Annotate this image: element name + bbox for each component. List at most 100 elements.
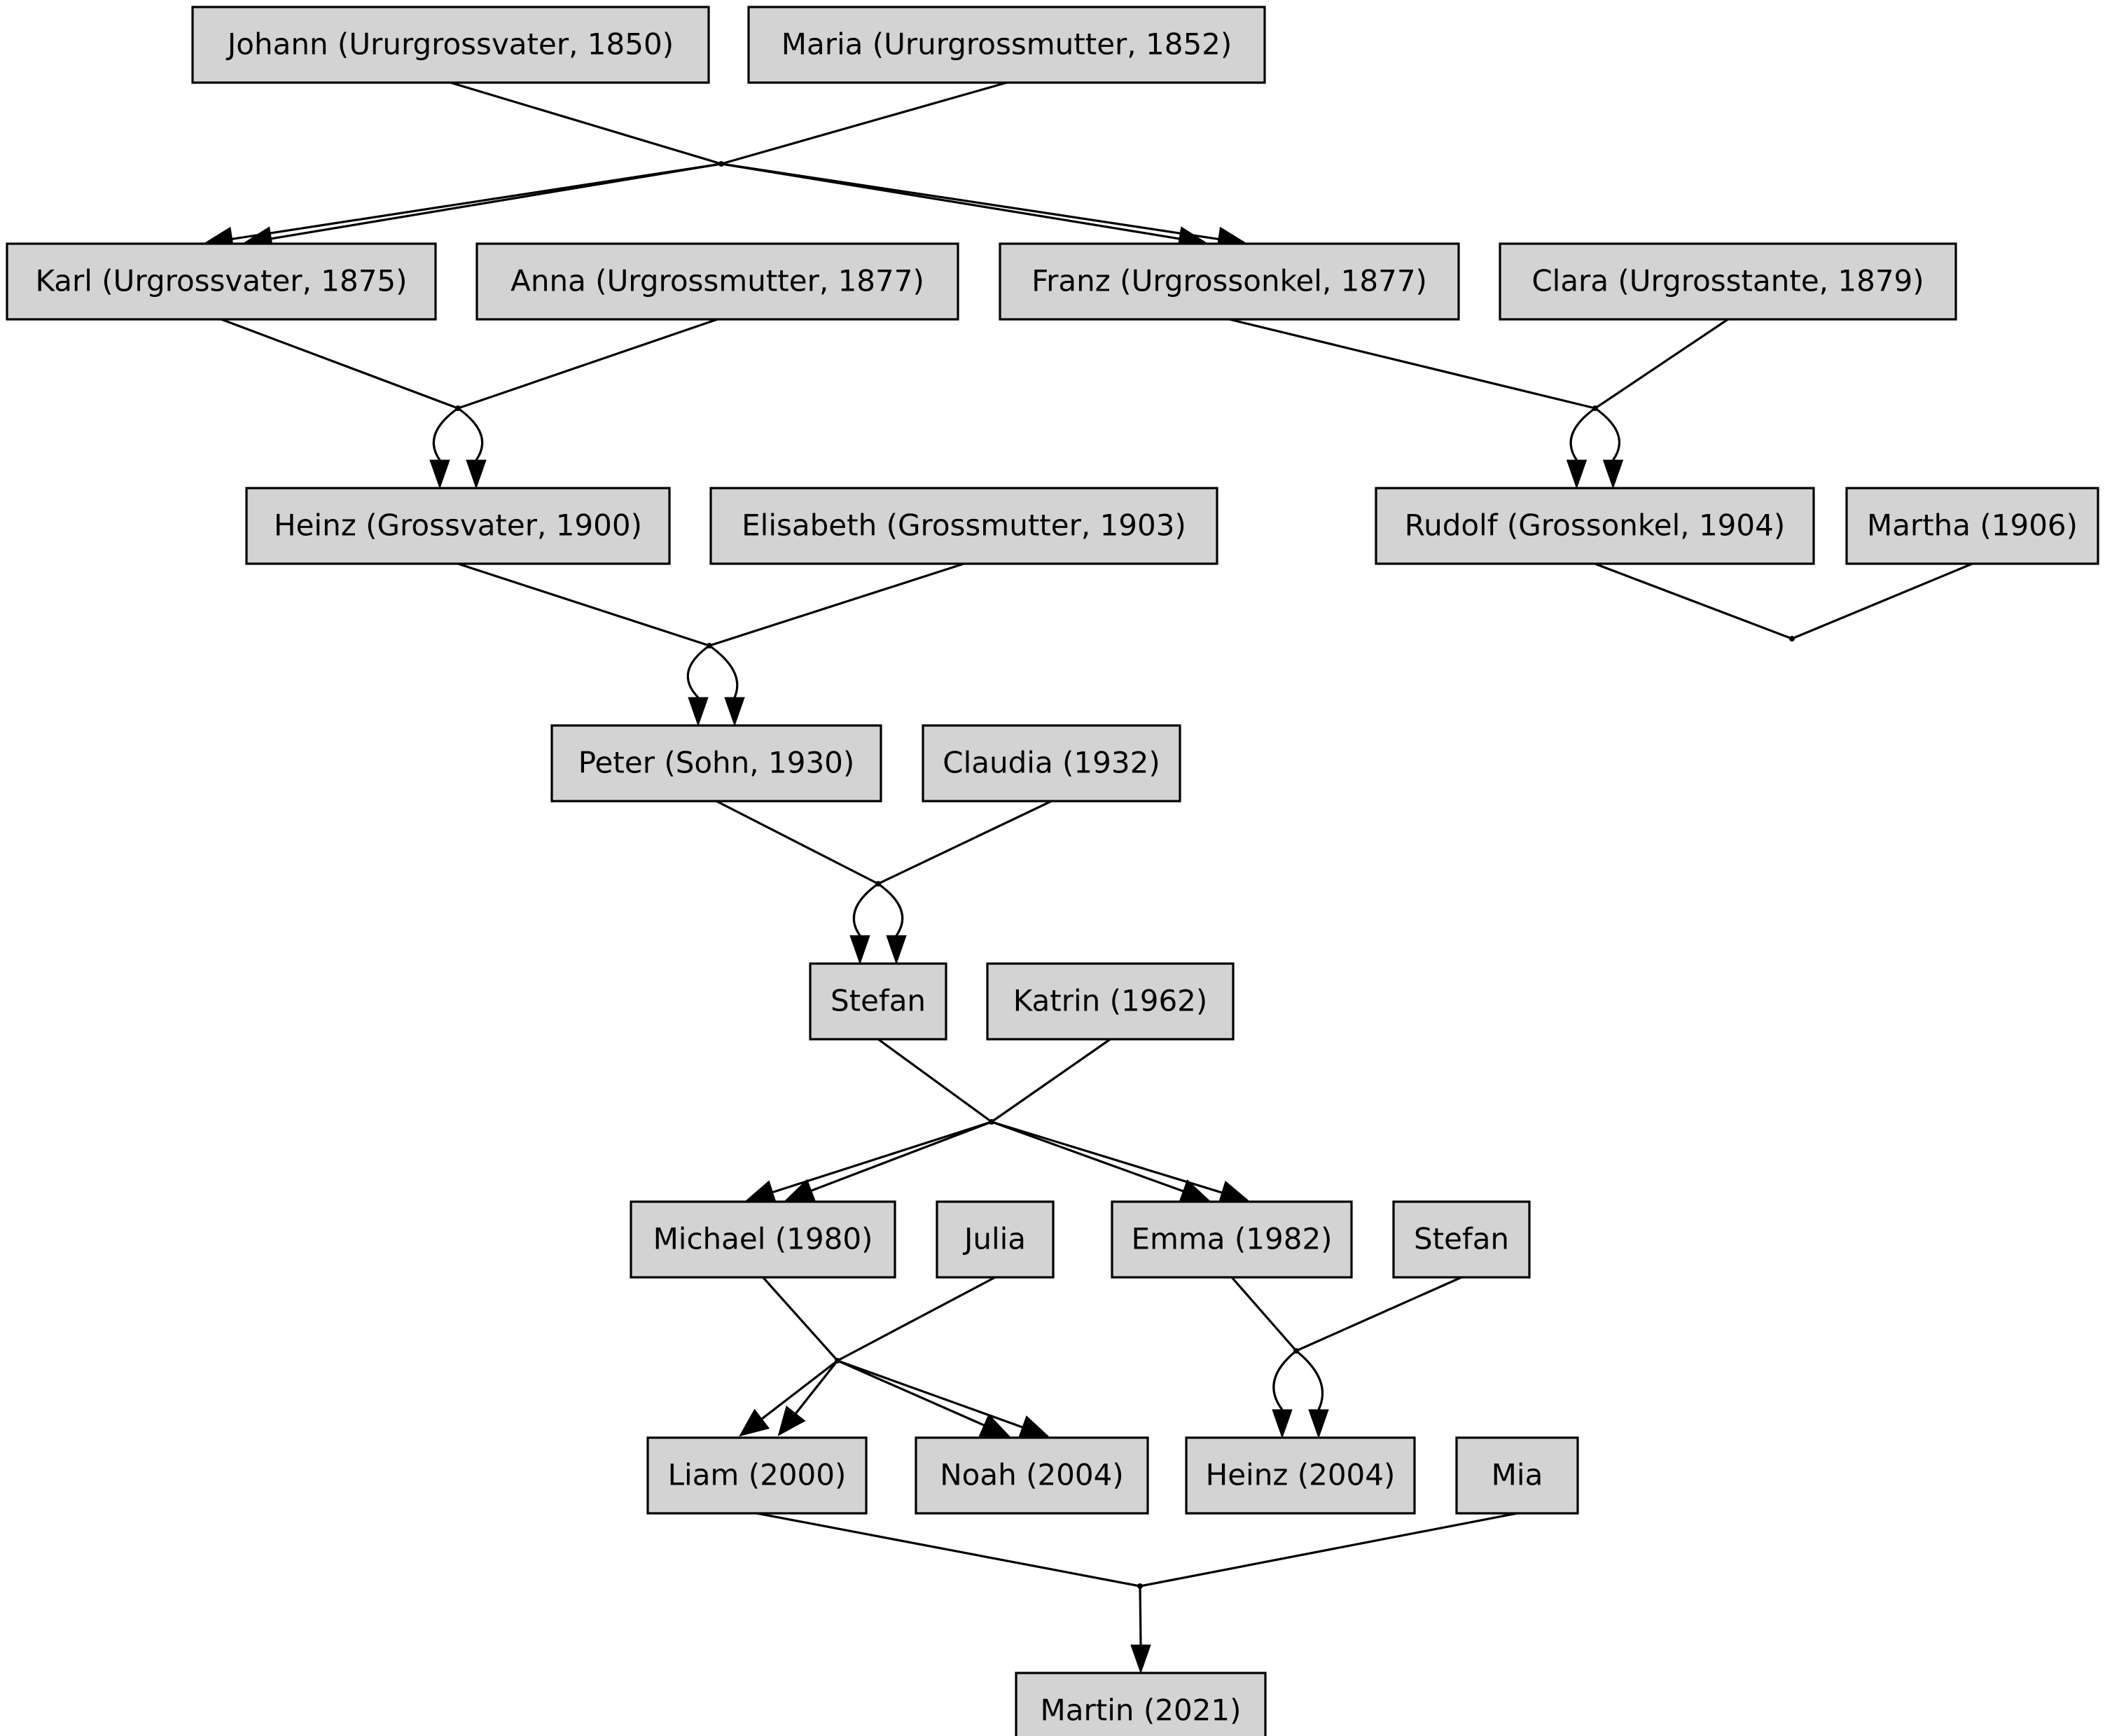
person-label: Heinz (2004) (1206, 1458, 1396, 1492)
edge-child-liam-1 (795, 1360, 839, 1415)
edge-parent-franz-u3 (1229, 318, 1596, 410)
edge-parent-emma-u9 (1230, 1276, 1298, 1352)
person-label: Heinz (Grossvater, 1900) (274, 508, 642, 543)
person-node-stefan_b[interactable]: Stefan (1392, 1200, 1531, 1279)
person-box[interactable] (986, 962, 1235, 1041)
person-label: Stefan (1414, 1222, 1509, 1256)
edge-parent-claudia-u6 (877, 800, 1052, 885)
edge-parent-katrin-u7 (991, 1038, 1111, 1123)
person-box[interactable] (915, 1436, 1149, 1515)
person-box[interactable] (1015, 1672, 1267, 1736)
edge-parent-mia-u10 (1139, 1512, 1517, 1588)
edge-parent-stefan_a-u7 (877, 1038, 992, 1123)
person-label: Claudia (1932) (943, 746, 1160, 780)
person-box[interactable] (1392, 1200, 1531, 1279)
edge-parent-peter-u6 (716, 800, 879, 885)
person-label: Julia (962, 1222, 1026, 1256)
person-node-martin[interactable]: Martin (2021) (1015, 1672, 1267, 1736)
person-box[interactable] (747, 6, 1266, 84)
person-label: Johann (Ururgrossvater, 1850) (225, 27, 674, 62)
edge-parent-karl-u2 (221, 318, 459, 410)
person-label: Martha (1906) (1867, 508, 2078, 543)
person-node-noah[interactable]: Noah (2004) (915, 1436, 1149, 1515)
person-node-maria[interactable]: Maria (Ururgrossmutter, 1852) (747, 6, 1266, 84)
edge-child-franz-1 (721, 162, 1219, 240)
person-label: Liam (2000) (668, 1458, 847, 1492)
edge-child-noah-1 (837, 1359, 1023, 1429)
person-label: Anna (Urgrossmutter, 1877) (510, 264, 924, 298)
edge-child-emma-0 (991, 1120, 1184, 1193)
person-label: Michael (1980) (653, 1222, 873, 1256)
person-node-franz[interactable]: Franz (Urgrossonkel, 1877) (999, 242, 1460, 321)
person-box[interactable] (245, 487, 671, 565)
edge-child-rudolf-1 (1595, 407, 1620, 461)
person-node-julia[interactable]: Julia (936, 1200, 1055, 1279)
person-box[interactable] (922, 724, 1181, 803)
person-box[interactable] (1111, 1200, 1353, 1279)
person-box[interactable] (1185, 1436, 1416, 1515)
person-node-mia[interactable]: Mia (1455, 1436, 1579, 1515)
person-node-heinz_k[interactable]: Heinz (2004) (1185, 1436, 1416, 1515)
edge-child-peter-0 (686, 644, 710, 699)
person-node-katrin[interactable]: Katrin (1962) (986, 962, 1235, 1041)
person-box[interactable] (475, 242, 959, 321)
edge-child-michael-1 (811, 1120, 992, 1192)
person-label: Emma (1982) (1131, 1222, 1332, 1256)
person-node-elisabeth[interactable]: Elisabeth (Grossmutter, 1903) (709, 487, 1218, 565)
person-label: Noah (2004) (940, 1458, 1123, 1492)
edge-child-heinz_gv-1 (457, 407, 484, 461)
person-box[interactable] (709, 487, 1218, 565)
person-label: Mia (1492, 1458, 1543, 1492)
person-box[interactable] (1375, 487, 1815, 565)
edge-child-peter-1 (709, 644, 739, 698)
person-node-rudolf[interactable]: Rudolf (Grossonkel, 1904) (1375, 487, 1815, 565)
edge-child-stefan_a-1 (877, 882, 904, 936)
person-label: Peter (Sohn, 1930) (578, 746, 855, 780)
person-node-claudia[interactable]: Claudia (1932) (922, 724, 1181, 803)
person-node-karl[interactable]: Karl (Urgrossvater, 1875) (6, 242, 437, 321)
person-label: Clara (Urgrosstante, 1879) (1531, 264, 1924, 298)
edge-child-liam-0 (760, 1359, 838, 1420)
person-box[interactable] (6, 242, 437, 321)
person-label: Stefan (831, 984, 926, 1018)
person-label: Katrin (1962) (1013, 984, 1208, 1018)
person-box[interactable] (1845, 487, 2099, 565)
person-node-michael[interactable]: Michael (1980) (630, 1200, 896, 1279)
edge-parent-anna-u2 (457, 318, 718, 410)
person-box[interactable] (646, 1436, 868, 1515)
person-node-peter[interactable]: Peter (Sohn, 1930) (550, 724, 882, 803)
person-node-martha[interactable]: Martha (1906) (1845, 487, 2099, 565)
person-label: Elisabeth (Grossmutter, 1903) (742, 508, 1186, 543)
edge-child-noah-0 (837, 1359, 985, 1426)
person-node-heinz_gv[interactable]: Heinz (Grossvater, 1900) (245, 487, 671, 565)
edge-parent-johann-u1 (450, 81, 722, 165)
person-node-johann[interactable]: Johann (Ururgrossvater, 1850) (191, 6, 710, 84)
edge-parent-stefan_b-u9 (1295, 1276, 1462, 1352)
nodes-layer: Johann (Ururgrossvater, 1850) Maria (Urur… (6, 6, 2099, 1736)
edge-parent-clara-u3 (1595, 318, 1729, 410)
edge-parent-michael-u8 (762, 1276, 839, 1362)
person-box[interactable] (191, 6, 710, 84)
edge-child-martin (1139, 1585, 1142, 1646)
person-box[interactable] (936, 1200, 1055, 1279)
person-node-anna[interactable]: Anna (Urgrossmutter, 1877) (475, 242, 959, 321)
person-box[interactable] (550, 724, 882, 803)
edge-parent-rudolf-u5 (1594, 562, 1793, 640)
edge-child-michael-0 (772, 1120, 992, 1194)
person-box[interactable] (1455, 1436, 1579, 1515)
person-box[interactable] (630, 1200, 896, 1279)
edge-parent-liam-u10 (756, 1512, 1141, 1588)
person-box[interactable] (999, 242, 1460, 321)
person-box[interactable] (809, 962, 947, 1041)
person-label: Karl (Urgrossvater, 1875) (35, 264, 407, 298)
edge-child-heinz_k-0 (1272, 1349, 1298, 1410)
person-node-clara[interactable]: Clara (Urgrosstante, 1879) (1499, 242, 1957, 321)
person-box[interactable] (1499, 242, 1957, 321)
edge-child-heinz_k-1 (1295, 1349, 1324, 1410)
person-node-liam[interactable]: Liam (2000) (646, 1436, 868, 1515)
person-label: Franz (Urgrossonkel, 1877) (1031, 264, 1427, 298)
person-node-stefan_a[interactable]: Stefan (809, 962, 947, 1041)
person-node-emma[interactable]: Emma (1982) (1111, 1200, 1353, 1279)
edge-child-rudolf-0 (1569, 407, 1596, 461)
